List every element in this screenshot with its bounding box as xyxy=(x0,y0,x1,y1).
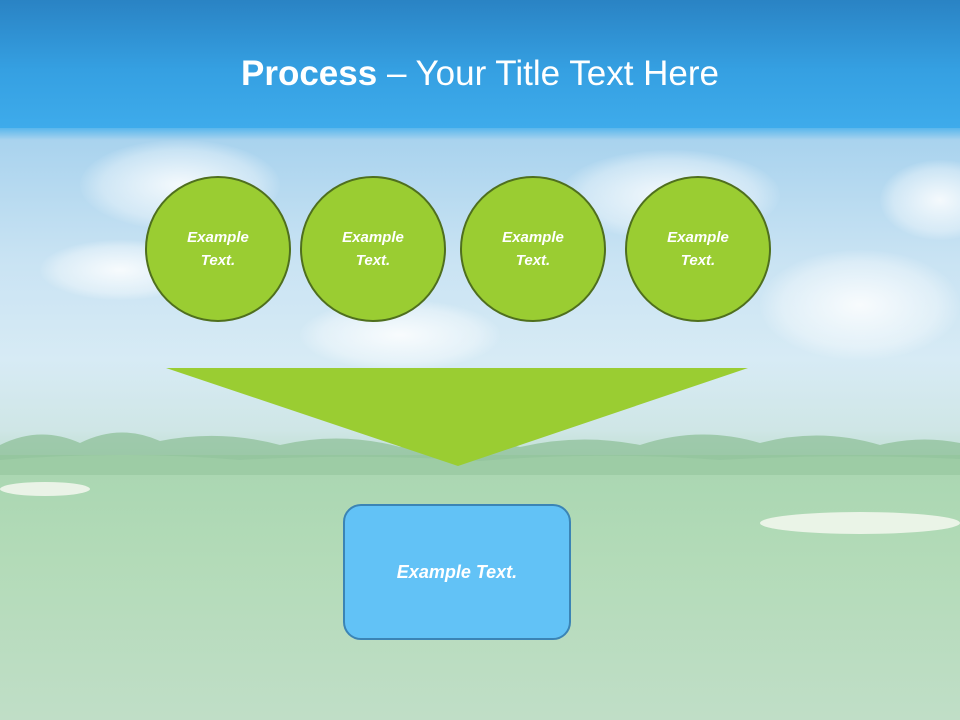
process-step-label: Example Text. xyxy=(667,229,729,269)
process-step-circle-4: Example Text. xyxy=(625,176,771,322)
result-box: Example Text. xyxy=(343,504,571,640)
sand-bunker xyxy=(0,482,90,496)
cloud xyxy=(760,250,960,360)
process-step-label: Example Text. xyxy=(342,229,404,269)
process-step-label: Example Text. xyxy=(502,229,564,269)
result-label: Example Text. xyxy=(396,561,518,582)
slide-title: Process – Your Title Text Here xyxy=(0,52,960,96)
funnel-shape xyxy=(166,368,748,466)
title-band xyxy=(0,0,960,128)
title-rest: – Your Title Text Here xyxy=(377,54,719,93)
funnel-triangle xyxy=(166,368,748,466)
process-step-circle-3: Example Text. xyxy=(460,176,606,322)
process-step-circle-2: Example Text. xyxy=(300,176,446,322)
sand-bunker xyxy=(760,512,960,534)
title-strong: Process xyxy=(241,54,378,93)
process-step-label: Example Text. xyxy=(187,229,249,269)
process-step-circle-1: Example Text. xyxy=(145,176,291,322)
